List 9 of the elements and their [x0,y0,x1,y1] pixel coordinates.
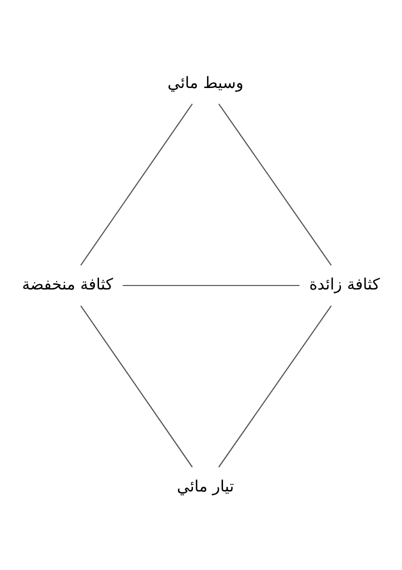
connector [122,284,300,286]
connector [218,304,332,467]
node-text: كثافة زائدة [309,274,380,294]
node-text: كثافة منخفضة [22,274,114,294]
node-text: تيار مائي [176,476,234,495]
connector [80,103,193,266]
connector [80,304,193,467]
node-text: وسيط مائي [168,72,244,92]
connector [218,103,332,266]
